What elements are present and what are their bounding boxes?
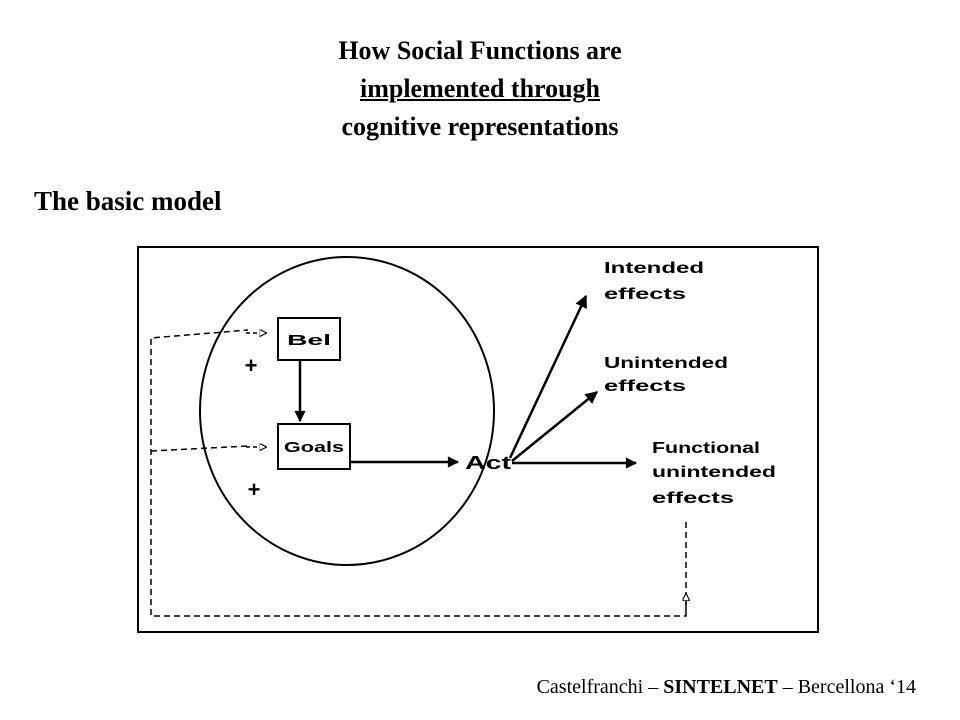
arrow-to-intended-effects [508, 294, 588, 459]
goals-label: Goals [284, 439, 344, 456]
intended-effects-label: Intended effects [604, 260, 708, 303]
functional-effects-line-1: Functional [652, 440, 760, 457]
intended-effects-line-2: effects [604, 286, 686, 303]
footer-dash-2: – [782, 676, 793, 698]
mind-circle [199, 256, 495, 566]
unintended-effects-label: Unintended effects [604, 355, 732, 395]
slide-footer: Castelfranchi – SINTELNET – Bercellona ‘… [537, 676, 916, 699]
footer-dash-1: – [648, 676, 659, 698]
diagram-frame [137, 246, 819, 633]
footer-place: Bercellona ‘14 [797, 676, 916, 698]
title-line-1: How Social Functions are [338, 36, 622, 65]
action-label: Act [465, 453, 511, 473]
plus-sign-goals: + [248, 477, 261, 502]
beliefs-label: Bel [287, 332, 331, 349]
plus-sign-beliefs: + [245, 353, 258, 378]
section-subtitle: The basic model [34, 186, 222, 216]
feedback-loop-main [150, 329, 687, 617]
feedback-loop-branch [150, 445, 249, 452]
beliefs-box [277, 317, 341, 361]
unintended-effects-line-2: effects [604, 378, 686, 395]
footer-project: SINTELNET [663, 676, 778, 698]
footer-author: Castelfranchi [536, 676, 644, 698]
title-line-2: implemented through [359, 74, 601, 103]
arrow-to-unintended-effects [511, 391, 598, 462]
slide-title: How Social Functions are implemented thr… [230, 32, 730, 146]
goals-box [277, 423, 351, 470]
functional-effects-line-3: effects [652, 490, 734, 507]
functional-effects-line-2: unintended [652, 464, 776, 481]
title-line-3: cognitive representations [341, 112, 619, 141]
intended-effects-line-1: Intended [604, 260, 704, 277]
functional-effects-label: Functional unintended effects [652, 440, 780, 507]
unintended-effects-line-1: Unintended [604, 355, 728, 372]
